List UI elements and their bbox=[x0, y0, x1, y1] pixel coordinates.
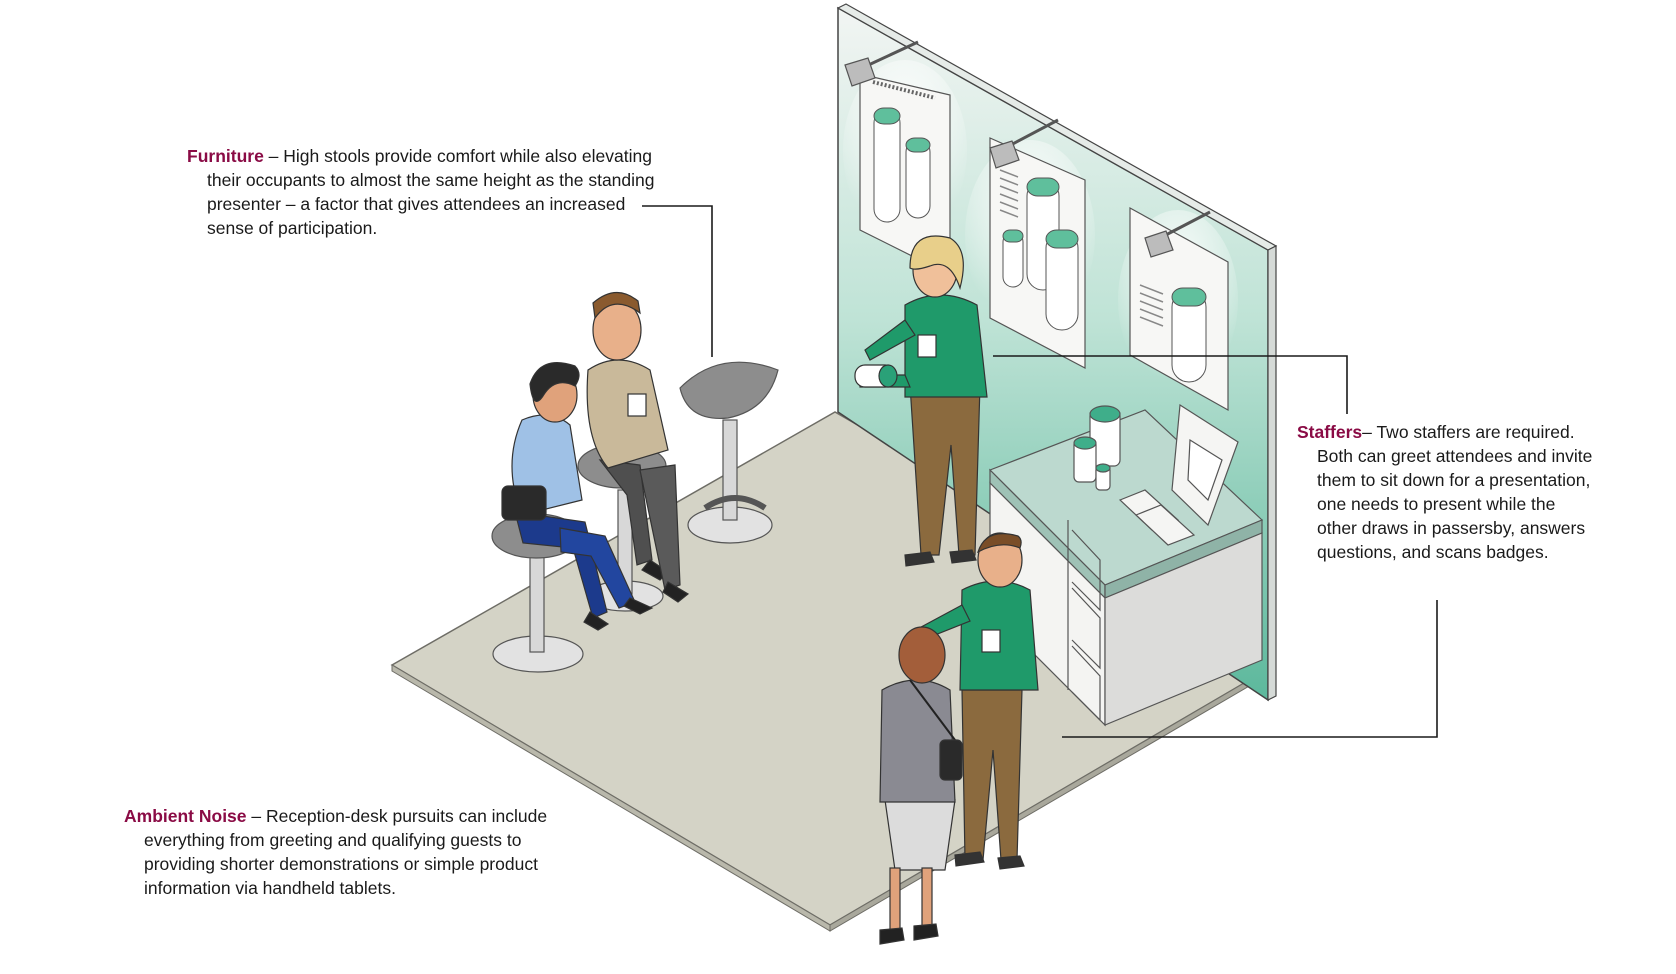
ambient-noise-callout: Ambient Noise – Reception-desk pursuits … bbox=[124, 804, 594, 900]
furniture-callout: Furniture – High stools provide comfort … bbox=[187, 144, 667, 240]
graphic-panel-left bbox=[843, 60, 967, 276]
ambient-noise-separator: – bbox=[246, 806, 266, 826]
staffers-description: Two staffers are required. Both can gree… bbox=[1317, 422, 1593, 562]
visitor-woman-figure bbox=[879, 626, 963, 945]
furniture-separator: – bbox=[263, 146, 284, 166]
spotlight-fixtures bbox=[844, 40, 1211, 258]
presenter-figure bbox=[854, 235, 988, 567]
staffers-leader-line bbox=[993, 355, 1348, 414]
furniture-leader-line bbox=[642, 205, 713, 357]
seated-man-figure bbox=[586, 291, 690, 603]
staffers-separator: – bbox=[1362, 422, 1377, 442]
ambient-noise-leader-line bbox=[1062, 600, 1438, 738]
graphic-panel-right bbox=[1118, 206, 1238, 412]
graphic-panel-center bbox=[965, 137, 1095, 369]
staffers-callout: Staffers– Two staffers are required. Bot… bbox=[1297, 420, 1597, 564]
furniture-term: Furniture bbox=[187, 146, 264, 166]
furniture-description: High stools provide comfort while also e… bbox=[207, 146, 655, 238]
greeting-staffer-figure bbox=[909, 532, 1039, 870]
ambient-noise-description: Reception-desk pursuits can include ever… bbox=[144, 806, 548, 898]
staffers-term: Staffers bbox=[1297, 422, 1363, 442]
seated-woman-figure bbox=[501, 362, 654, 631]
callout-leader-lines bbox=[642, 205, 1438, 738]
stool-empty bbox=[679, 361, 779, 544]
ambient-noise-term: Ambient Noise bbox=[124, 806, 247, 826]
